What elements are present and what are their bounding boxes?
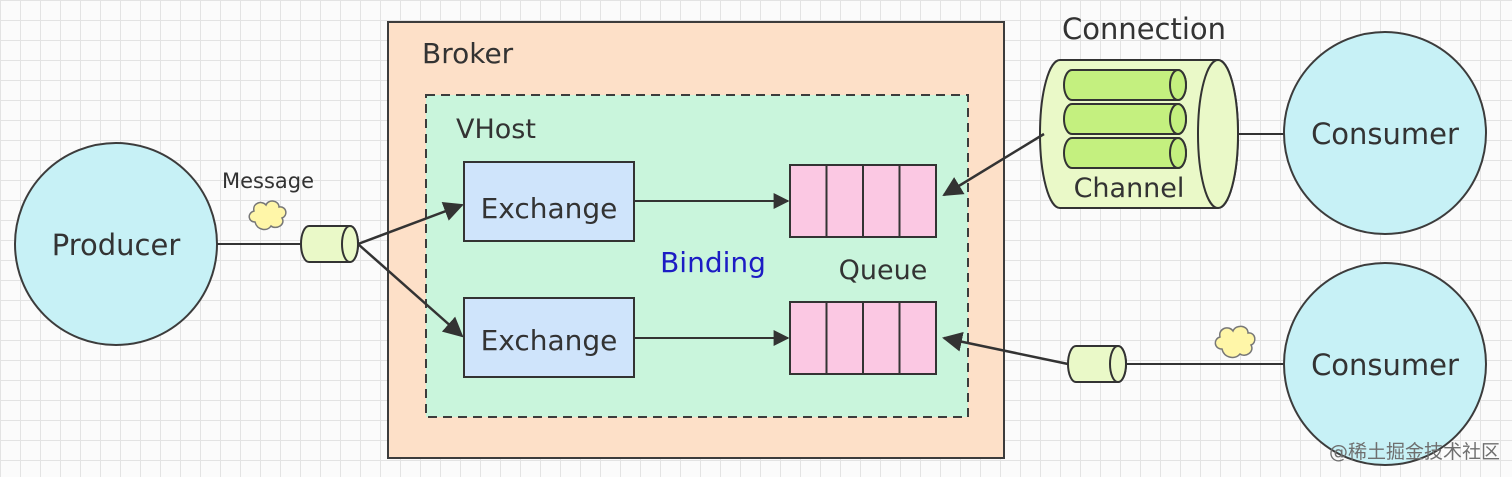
- channel-to-queue-arrow: [942, 132, 1045, 197]
- message-label: Message: [222, 169, 314, 193]
- route-arrow-top: [357, 201, 464, 246]
- consumer-top-circle: [1283, 31, 1487, 235]
- channel-label: Channel: [1074, 173, 1185, 204]
- consumer-bottom-circle: [1283, 262, 1487, 466]
- consumer-message-capsule-icon: [1067, 345, 1127, 383]
- consumer-top-label: Consumer: [1311, 117, 1459, 151]
- binding-label: Binding: [660, 246, 766, 279]
- channel-tube: [1063, 103, 1187, 135]
- producer-label: Producer: [52, 228, 181, 262]
- channel-tube: [1063, 69, 1187, 101]
- consumer-bottom-label: Consumer: [1311, 348, 1459, 382]
- connection-label: Connection: [1062, 12, 1226, 46]
- message-capsule-icon: [300, 225, 359, 263]
- channel-tubes: [1063, 69, 1187, 169]
- channel-tube: [1063, 137, 1187, 169]
- capsule-to-queue-arrow: [942, 331, 1069, 366]
- watermark-text: @稀土掘金技术社区: [1329, 441, 1500, 463]
- queue-bottom: [789, 301, 937, 375]
- exchange-top-label: Exchange: [481, 192, 618, 225]
- consumer-message-cloud-icon: [1214, 325, 1256, 359]
- message-cloud-icon: [248, 200, 287, 231]
- broker-label: Broker: [422, 37, 514, 70]
- route-arrow-bottom: [357, 243, 464, 338]
- vhost-label: VHost: [456, 114, 536, 145]
- exchange-bottom-label: Exchange: [481, 324, 618, 357]
- queue-top: [789, 164, 937, 238]
- queue-label: Queue: [839, 255, 928, 286]
